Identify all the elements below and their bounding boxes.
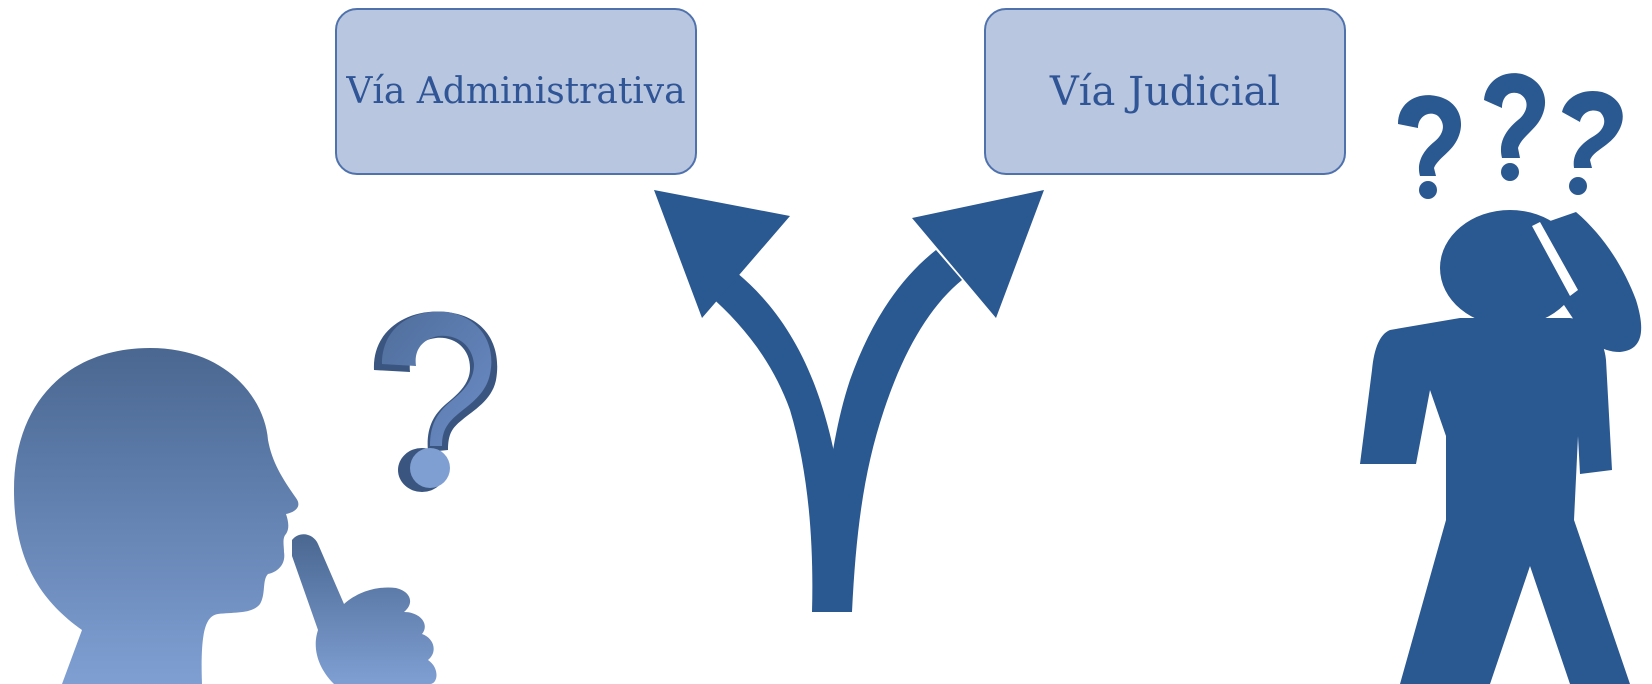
- administrative-path-label: Vía Administrativa: [346, 70, 686, 112]
- question-mark-icon: [373, 311, 498, 492]
- confused-person-icon: [1360, 210, 1642, 684]
- thinking-person-silhouette-icon: [14, 348, 437, 684]
- judicial-path-label: Vía Judicial: [1049, 68, 1281, 115]
- judicial-path-box: Vía Judicial: [984, 8, 1346, 175]
- administrative-path-box: Vía Administrativa: [335, 8, 697, 175]
- three-question-marks-icon: [1398, 73, 1623, 199]
- fork-arrow-icon: [654, 190, 1044, 612]
